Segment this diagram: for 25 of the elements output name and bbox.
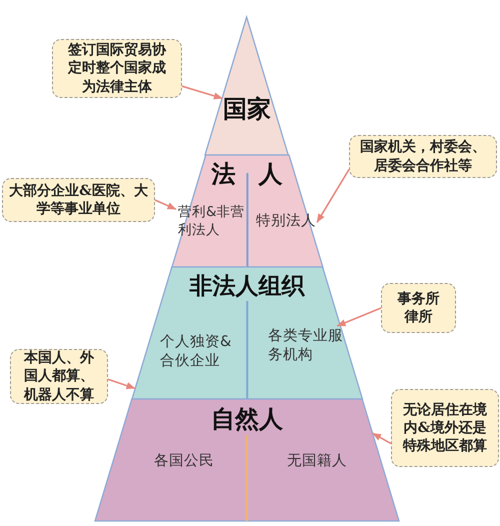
pyramid-layer bbox=[132, 267, 362, 399]
callout-note: 本国人、外国人都算、机器人不算 bbox=[10, 349, 108, 404]
layer-title: 自然人 bbox=[210, 406, 283, 432]
category-label: 无国籍人 bbox=[286, 452, 347, 471]
pyramid-layer bbox=[172, 155, 322, 267]
callout-note: 国家机关，村委会、居委会合作社等 bbox=[349, 135, 497, 178]
pyramid-layer bbox=[205, 17, 289, 155]
arrow bbox=[372, 432, 392, 444]
callout-note: 签订国际贸易协定时整个国家成为法律主体 bbox=[52, 39, 182, 98]
layer-title: 法 人 bbox=[212, 160, 282, 188]
arrow bbox=[336, 307, 382, 327]
arrow bbox=[108, 378, 136, 390]
category-label: 特别法人 bbox=[256, 212, 316, 231]
layer-title: 国家 bbox=[222, 96, 271, 122]
callout-note: 大部分企业&医院、大学等事业单位 bbox=[2, 178, 155, 222]
callout-note: 无论居住在境内&境外还是特殊地区都算 bbox=[391, 389, 499, 467]
layer-title: 非法人组织 bbox=[189, 274, 304, 300]
arrow bbox=[154, 199, 176, 210]
category-label: 个人独资&合伙企业 bbox=[160, 333, 238, 371]
arrow bbox=[316, 168, 350, 223]
arrow bbox=[182, 85, 223, 100]
callout-note: 事务所律所 bbox=[381, 283, 456, 333]
pyramid-layer bbox=[94, 399, 399, 521]
category-label: 各类专业服务机构 bbox=[268, 327, 345, 365]
category-label: 各国公民 bbox=[154, 452, 214, 471]
